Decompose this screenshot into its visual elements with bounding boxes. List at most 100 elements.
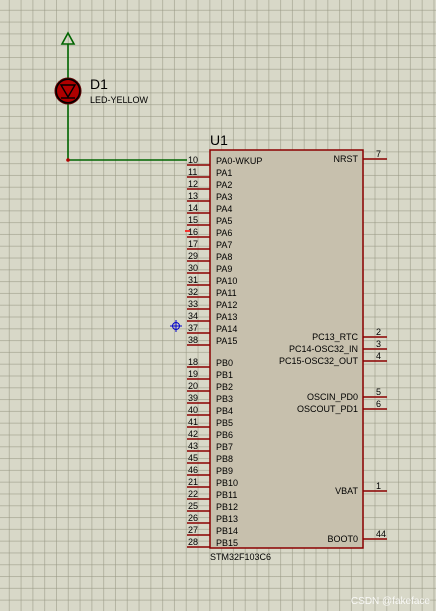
pin-number: 4 <box>376 351 381 361</box>
pin-name: PA11 <box>216 288 237 298</box>
pin-pa7[interactable]: 17 PA7 <box>187 239 232 250</box>
pin-number: 16 <box>188 227 198 237</box>
pin-number: 29 <box>188 251 198 261</box>
pin-number: 44 <box>376 529 386 539</box>
pin-pb8[interactable]: 45 PB8 <box>187 453 233 464</box>
pin-name: PB8 <box>216 454 233 464</box>
pin-name: PA7 <box>216 240 232 250</box>
pin-number: 14 <box>188 203 198 213</box>
wires[interactable] <box>66 44 187 162</box>
chip-ref-label: U1 <box>210 132 228 148</box>
pin-name: PB11 <box>216 490 237 500</box>
pin-pb13[interactable]: 26 PB13 <box>187 513 238 524</box>
pin-name: PA12 <box>216 300 237 310</box>
pin-name: NRST <box>334 154 359 164</box>
pin-number: 17 <box>188 239 198 249</box>
pin-number: 37 <box>188 323 198 333</box>
power-terminal-arrow[interactable] <box>60 31 76 45</box>
pin-pa2[interactable]: 12 PA2 <box>187 179 232 190</box>
pin-pa3[interactable]: 13 PA3 <box>187 191 232 202</box>
chip-body[interactable] <box>209 149 364 549</box>
pin-number: 12 <box>188 179 198 189</box>
pin-number: 46 <box>188 465 198 475</box>
pin-number: 7 <box>376 149 381 159</box>
led-ref-label: D1 <box>90 76 108 92</box>
pin-number: 1 <box>376 481 381 491</box>
watermark-text: CSDN @fakeface <box>350 596 430 607</box>
pin-number: 22 <box>188 489 198 499</box>
pin-pa14[interactable]: 37 PA14 <box>187 323 237 334</box>
pin-name: PB1 <box>216 370 233 380</box>
pin-number: 2 <box>376 327 381 337</box>
pin-name: PA14 <box>216 324 237 334</box>
pin-name: OSCOUT_PD1 <box>297 404 358 414</box>
crosshair-cursor-icon <box>170 320 182 332</box>
pin-pa12[interactable]: 33 PA12 <box>187 299 237 310</box>
pin-name: PA2 <box>216 180 232 190</box>
pin-number: 6 <box>376 399 381 409</box>
pin-number: 11 <box>188 167 197 177</box>
pin-pa6[interactable]: 16 PA6 <box>187 227 232 238</box>
pin-number: 28 <box>188 537 198 547</box>
pin-name: PB6 <box>216 430 233 440</box>
pin-number: 26 <box>188 513 198 523</box>
pin-name: BOOT0 <box>327 534 358 544</box>
pin-pb11[interactable]: 22 PB11 <box>187 489 237 500</box>
pin-pb15[interactable]: 28 PB15 <box>187 537 238 548</box>
pin-number: 5 <box>376 387 381 397</box>
pin-name: PA13 <box>216 312 237 322</box>
pin-name: PB7 <box>216 442 233 452</box>
pin-number: 25 <box>188 501 198 511</box>
pin-name: PB5 <box>216 418 233 428</box>
pin-number: 13 <box>188 191 198 201</box>
pin-name: PA6 <box>216 228 232 238</box>
led-value-label: LED-YELLOW <box>90 95 149 105</box>
pin-number: 45 <box>188 453 198 463</box>
pin-number: 33 <box>188 299 198 309</box>
pin-number: 30 <box>188 263 198 273</box>
pin-number: 18 <box>188 357 198 367</box>
led-d1[interactable] <box>54 77 82 105</box>
pin-name: PB13 <box>216 514 238 524</box>
pin-pb9[interactable]: 46 PB9 <box>187 465 233 476</box>
pin-number: 27 <box>188 525 198 535</box>
pin-number: 39 <box>188 393 198 403</box>
pin-name: PB15 <box>216 538 238 548</box>
pin-name: PC13_RTC <box>312 332 358 342</box>
chip-part-label: STM32F103C6 <box>210 552 271 562</box>
pin-name: PA3 <box>216 192 232 202</box>
pin-name: PB9 <box>216 466 233 476</box>
